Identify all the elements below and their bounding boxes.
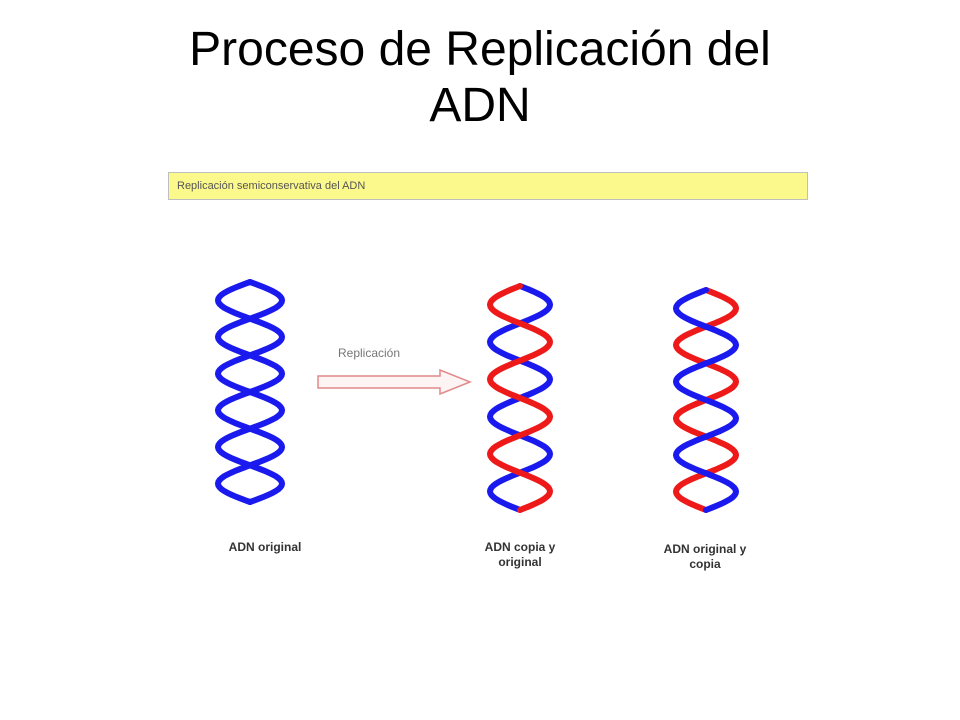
helix-copy-and-original bbox=[486, 283, 554, 513]
replication-arrow bbox=[317, 368, 473, 396]
diagram-caption-box: Replicación semiconservativa del ADN bbox=[168, 172, 808, 200]
helix-original-label: ADN original bbox=[190, 540, 340, 555]
slide-title-line-2: ADN bbox=[429, 79, 531, 132]
helix-original-strand-b bbox=[214, 279, 286, 505]
helix-copy-and-original-label-line-2: original bbox=[498, 555, 542, 569]
helix-original bbox=[214, 279, 286, 505]
slide-title-line-1: Proceso de Replicación del bbox=[189, 23, 771, 76]
diagram-caption-text: Replicación semiconservativa del ADN bbox=[177, 180, 366, 192]
helix-copy-and-original-strand-b bbox=[486, 283, 554, 513]
helix-original-and-copy bbox=[672, 287, 740, 513]
helix-original-and-copy-label-line-2: copia bbox=[689, 557, 721, 571]
helix-original-label-line-1: ADN original bbox=[228, 540, 302, 554]
slide-title: Proceso de Replicación del ADN bbox=[0, 22, 960, 134]
replication-arrow-shape bbox=[317, 368, 473, 396]
helix-original-and-copy-label-line-1: ADN original y bbox=[663, 542, 747, 556]
helix-copy-and-original-label-line-1: ADN copia y bbox=[484, 540, 556, 554]
helix-copy-and-original-label: ADN copia y original bbox=[455, 540, 585, 570]
helix-original-and-copy-label: ADN original y copia bbox=[640, 542, 770, 572]
helix-original-and-copy-strand-b bbox=[672, 287, 740, 513]
replication-arrow-label: Replicación bbox=[338, 346, 401, 360]
